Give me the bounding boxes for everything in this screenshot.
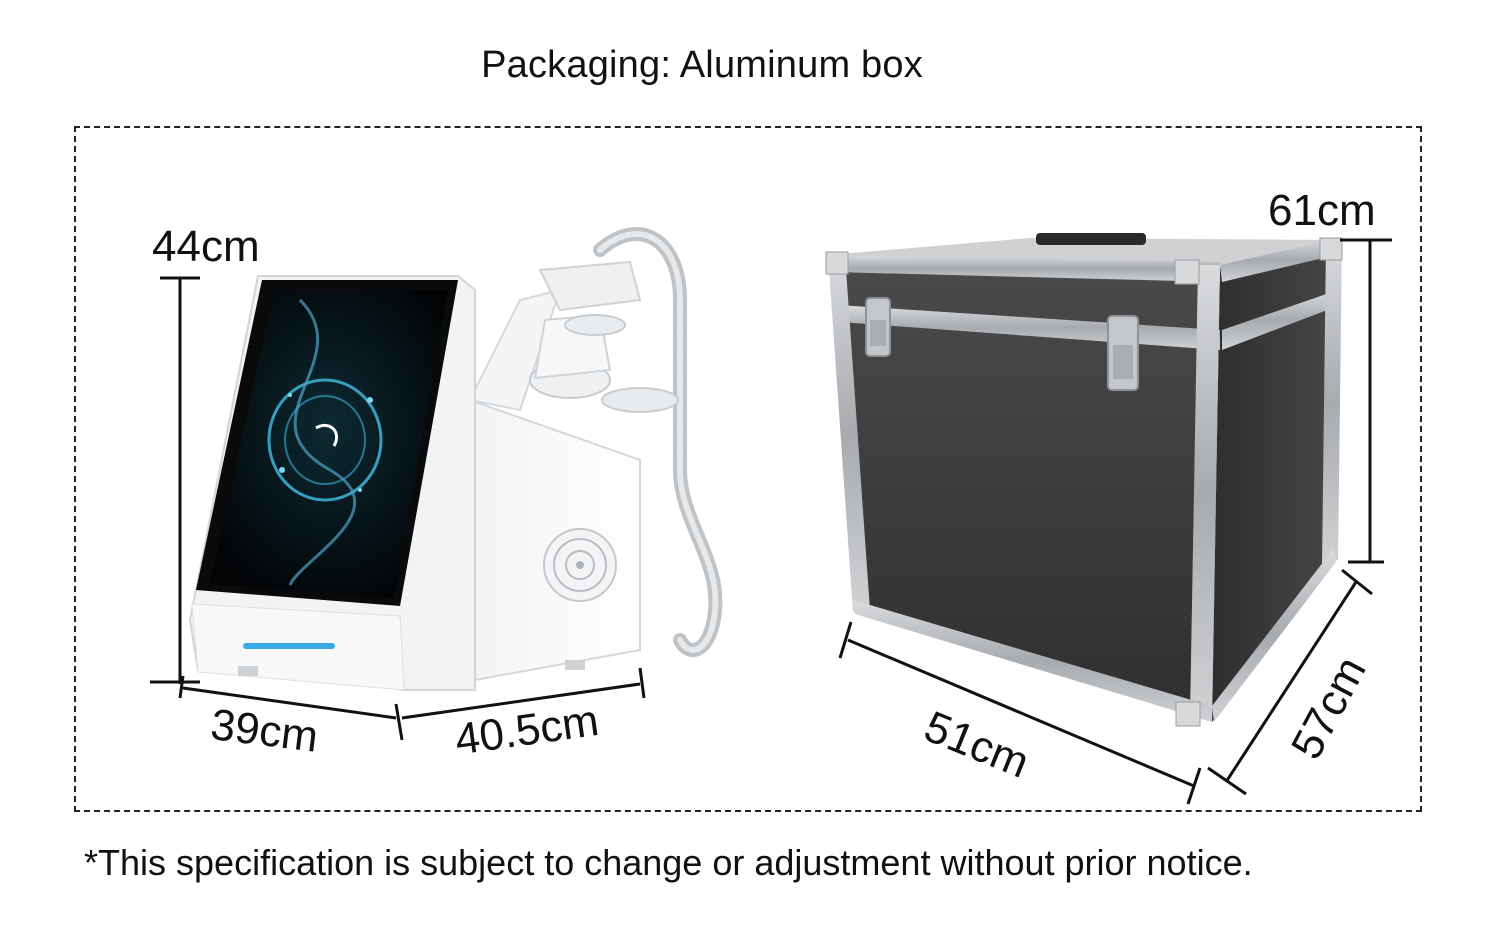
machine-dimension-lines — [150, 276, 646, 741]
case-height-label: 61cm — [1268, 186, 1376, 235]
machine-height-label: 44cm — [152, 222, 260, 271]
disclaimer-note: *This specification is subject to change… — [84, 842, 1253, 883]
machine-illustration — [188, 227, 723, 691]
status-light — [243, 643, 335, 649]
fan-grille-icon — [543, 528, 617, 602]
screen-graphic — [267, 298, 383, 586]
product-dimensions-frame — [74, 126, 1422, 812]
case-dimension-lines — [838, 238, 1392, 805]
page-title: Packaging: Aluminum box — [481, 44, 923, 86]
aluminum-case-illustration — [825, 233, 1343, 727]
latch-icon — [1107, 315, 1139, 391]
case-handle — [1036, 233, 1146, 245]
latch-icon — [865, 297, 891, 357]
